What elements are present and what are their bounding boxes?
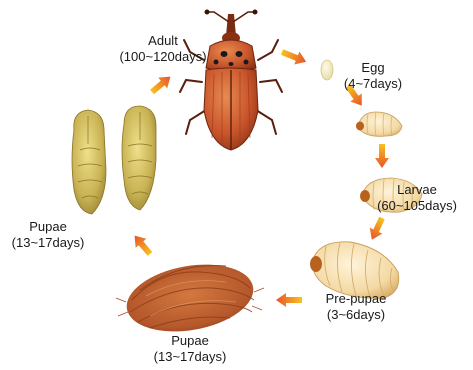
stage-name-egg: Egg [328,60,418,76]
stage-label-adult: Adult (100~120days) [108,33,218,65]
small-larva-image [356,112,402,136]
stage-duration-prepupae: (3~6days) [306,307,406,323]
arrow-pupae-to-adult [148,71,175,97]
adult-weevil-image [180,10,282,151]
arrow-prepupa-to-cocoon [276,293,302,307]
stage-label-larvae: Larvae (60~105days) [362,182,472,214]
stage-name-pupae-exposed: Pupae [0,219,96,235]
prepupa-image [310,242,399,298]
stage-name-larvae: Larvae [362,182,472,198]
cocoon-image [116,255,264,340]
stage-duration-pupae-exposed: (13~17days) [0,235,96,251]
stage-duration-adult: (100~120days) [108,49,218,65]
stage-duration-egg: (4~7days) [328,76,418,92]
arrow-small-larva-to-larva [375,144,389,168]
stage-name-prepupae: Pre-pupae [306,291,406,307]
stage-name-pupae-cocoon: Pupae [134,333,246,349]
arrow-larva-to-prepupa [366,215,389,243]
stage-label-pupae-exposed: Pupae (13~17days) [0,219,96,251]
stage-label-prepupae: Pre-pupae (3~6days) [306,291,406,323]
stage-label-egg: Egg (4~7days) [328,60,418,92]
pupae-image [72,106,156,214]
arrow-adult-to-egg [279,46,308,69]
stage-duration-pupae-cocoon: (13~17days) [134,349,246,365]
stage-label-pupae-cocoon: Pupae (13~17days) [134,333,246,365]
arrow-cocoon-to-pupae [129,231,155,258]
stage-duration-larvae: (60~105days) [362,198,472,214]
stage-name-adult: Adult [108,33,218,49]
